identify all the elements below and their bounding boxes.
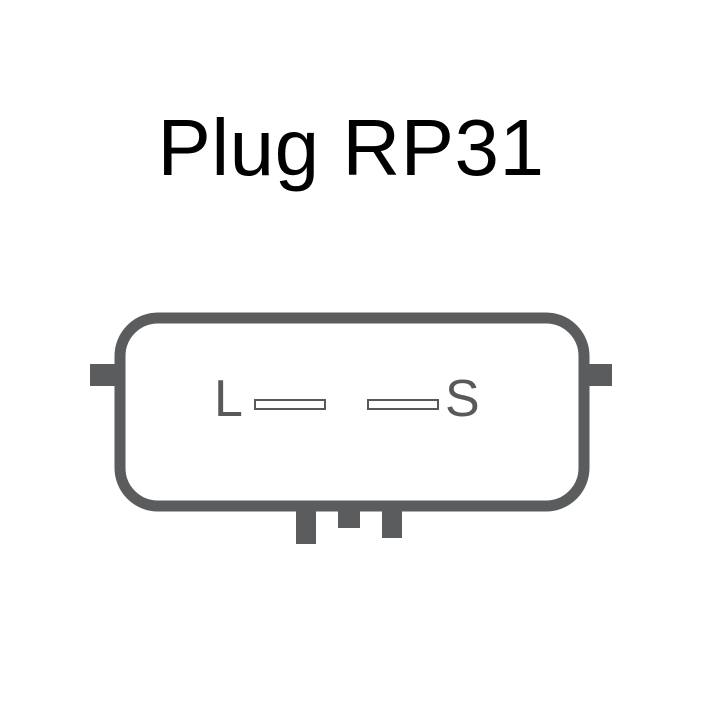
pin-l-blade — [254, 399, 326, 410]
left-side-tab — [90, 364, 122, 386]
connector-housing — [114, 312, 590, 512]
pin-s-blade — [367, 399, 439, 410]
plug-title: Plug RP31 — [157, 103, 545, 192]
pin-label-l: L — [214, 370, 243, 428]
pin-label-s: S — [445, 370, 480, 428]
